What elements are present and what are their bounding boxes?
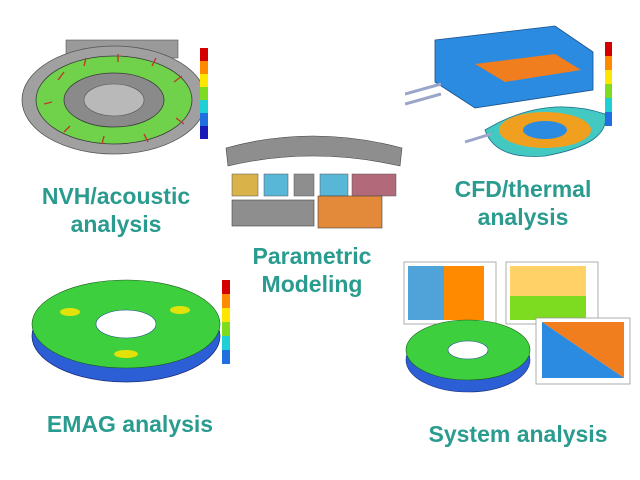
cfd-figure (405, 12, 630, 162)
cfd-label-line1: CFD/thermal (454, 176, 592, 202)
parametric-figure (222, 130, 407, 242)
system-figure (398, 260, 634, 400)
system-label: System analysis (428, 421, 608, 447)
cfd-label: CFD/thermal analysis (433, 175, 613, 231)
nvh-label-line2: analysis (70, 211, 162, 237)
emag-label: EMAG analysis (46, 411, 214, 437)
parametric-label: Parametric Modeling (222, 242, 402, 298)
parametric-label-line2: Modeling (261, 271, 363, 297)
nvh-label: NVH/acoustic analysis (26, 182, 206, 238)
parametric-label-line1: Parametric (252, 243, 372, 269)
nvh-label-line1: NVH/acoustic (41, 183, 191, 209)
emag-figure (30, 272, 245, 392)
cfd-label-line2: analysis (477, 204, 569, 230)
nvh-figure (18, 38, 218, 156)
